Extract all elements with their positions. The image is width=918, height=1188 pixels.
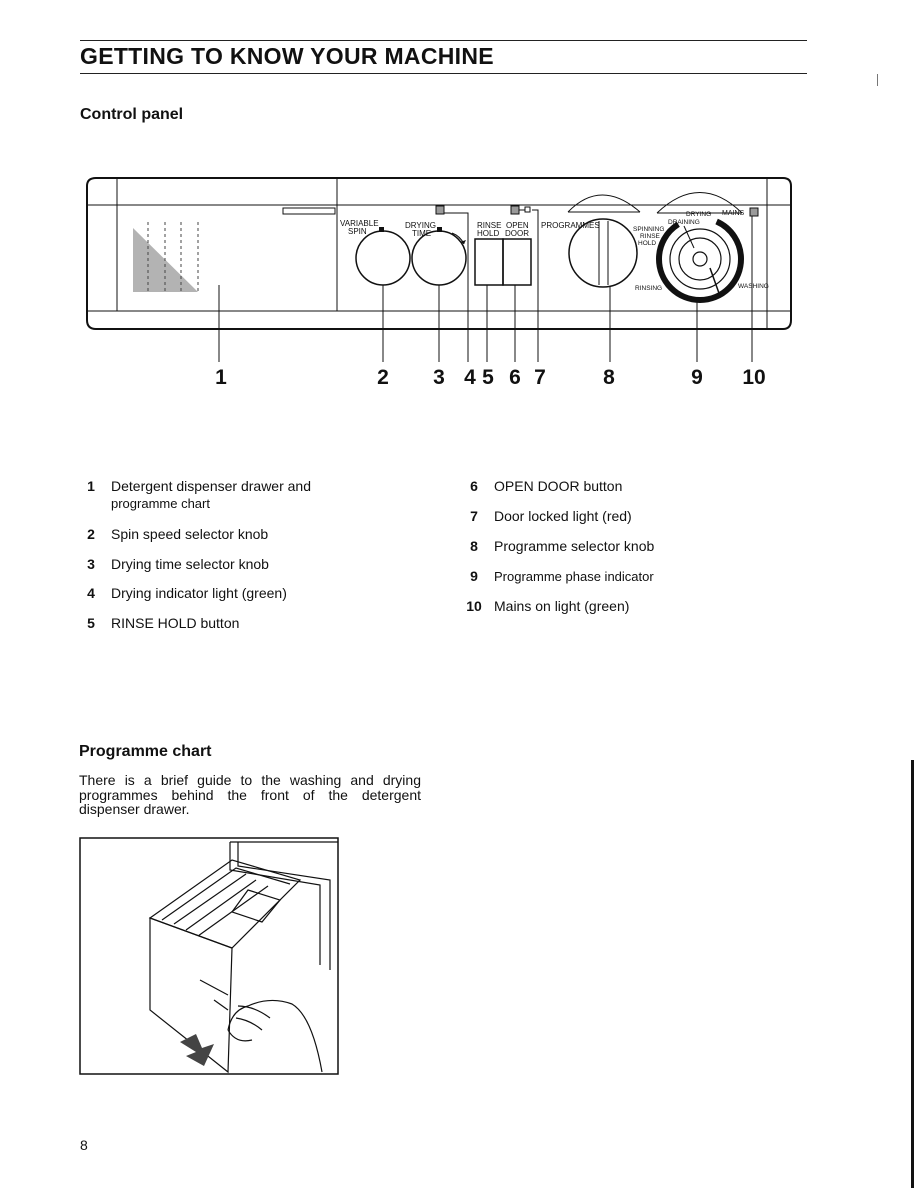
programme-chart-description: There is a brief guide to the washing an… (79, 772, 421, 817)
variable-spin-label-1: VARIABLE (340, 219, 379, 228)
page-title: GETTING TO KNOW YOUR MACHINE (80, 43, 494, 69)
control-panel-diagram: VARIABLE SPIN DRYING TIME RINSE HOLD OPE… (86, 177, 792, 388)
open-door-label-2: DOOR (505, 229, 529, 238)
phase-rinsing: RINSING (635, 285, 662, 292)
drying-time-knob[interactable] (411, 230, 467, 286)
section-heading-control-panel: Control panel (80, 106, 184, 123)
phase-spinning: SPINNING (633, 226, 664, 233)
drying-time-label-2: TIME (412, 229, 431, 238)
callout-10: 10 (742, 366, 765, 388)
mains-light (749, 207, 759, 217)
phase-drying: DRYING (686, 211, 711, 218)
mains-label: MAINS (722, 210, 745, 217)
page-number: 8 (80, 1137, 88, 1153)
page-edge-bar (911, 760, 914, 1188)
callout-4: 4 (464, 366, 476, 388)
section-heading-programme-chart: Programme chart (79, 743, 212, 760)
open-door-label-1: OPEN (506, 221, 529, 230)
phase-rinse: RINSE (640, 233, 661, 240)
phase-draining: DRAINING (668, 219, 700, 226)
rinse-hold-label-2: HOLD (477, 229, 499, 238)
callout-5: 5 (482, 366, 494, 388)
rinse-hold-label-1: RINSE (477, 221, 501, 230)
detergent-drawer (133, 207, 336, 292)
programme-phase-indicator (656, 215, 744, 303)
callout-6: 6 (509, 366, 521, 388)
callout-9: 9 (691, 366, 703, 388)
programmes-label: PROGRAMMES (541, 221, 600, 230)
open-door-button[interactable] (502, 238, 532, 286)
callout-1: 1 (215, 366, 227, 388)
phase-hold: HOLD (638, 240, 656, 247)
callout-8: 8 (603, 366, 615, 388)
variable-spin-label-2: SPIN (348, 227, 367, 236)
rinse-hold-button[interactable] (474, 238, 504, 286)
drying-time-label-1: DRYING (405, 221, 436, 230)
margin-mark (877, 74, 878, 86)
callout-7: 7 (534, 366, 546, 388)
callout-2: 2 (377, 366, 389, 388)
programme-selector-knob[interactable] (568, 218, 638, 288)
drying-indicator-light (435, 205, 445, 215)
spin-speed-knob[interactable] (355, 230, 411, 286)
door-locked-light (510, 205, 520, 215)
dispenser-drawer-illustration (79, 837, 339, 1075)
phase-washing: WASHING (738, 283, 769, 290)
callout-3: 3 (433, 366, 445, 388)
